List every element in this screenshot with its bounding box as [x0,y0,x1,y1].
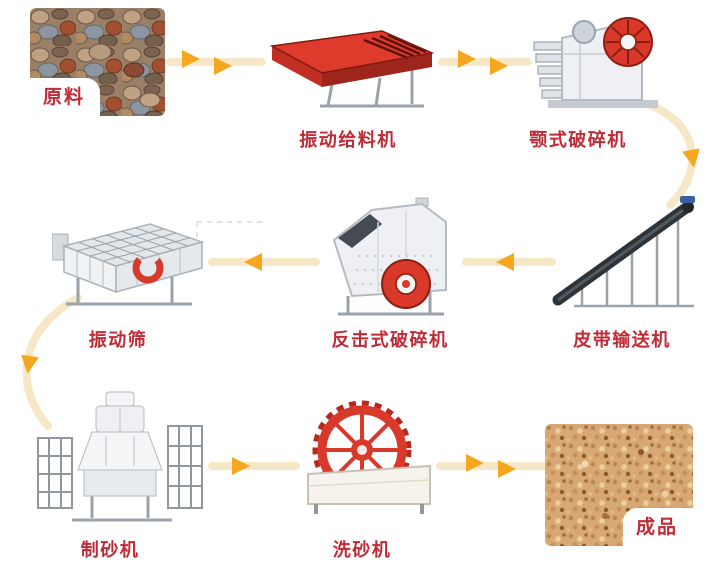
flow-arrow [232,457,250,475]
sand-washer-label: 洗砂机 [332,540,392,560]
vibrating-screen-label: 振动筛 [88,330,148,350]
impact-crusher-illustration [318,196,463,320]
vibrating-feeder-label: 振动给料机 [299,130,397,150]
vibrating-feeder-illustration [262,26,437,112]
jaw-crusher-illustration [528,8,668,120]
flow-arrow [496,253,514,271]
vibrating-screen-illustration [52,216,210,316]
jaw-crusher-label: 颚式破碎机 [529,130,627,150]
belt-conveyor-label: 皮带输送机 [573,330,671,350]
finished-product-label: 成品 [622,508,693,546]
finished-product-photo: 成品 [545,424,693,546]
raw-material-label: 原料 [30,78,101,116]
sand-maker-label: 制砂机 [80,540,140,560]
sand-washer-illustration [298,396,440,520]
sand-maker-illustration [32,386,208,532]
raw-material-photo: 原料 [30,8,165,116]
flow-arrow [244,253,262,271]
impact-crusher-label: 反击式破碎机 [331,330,449,350]
belt-conveyor-illustration [552,196,702,314]
